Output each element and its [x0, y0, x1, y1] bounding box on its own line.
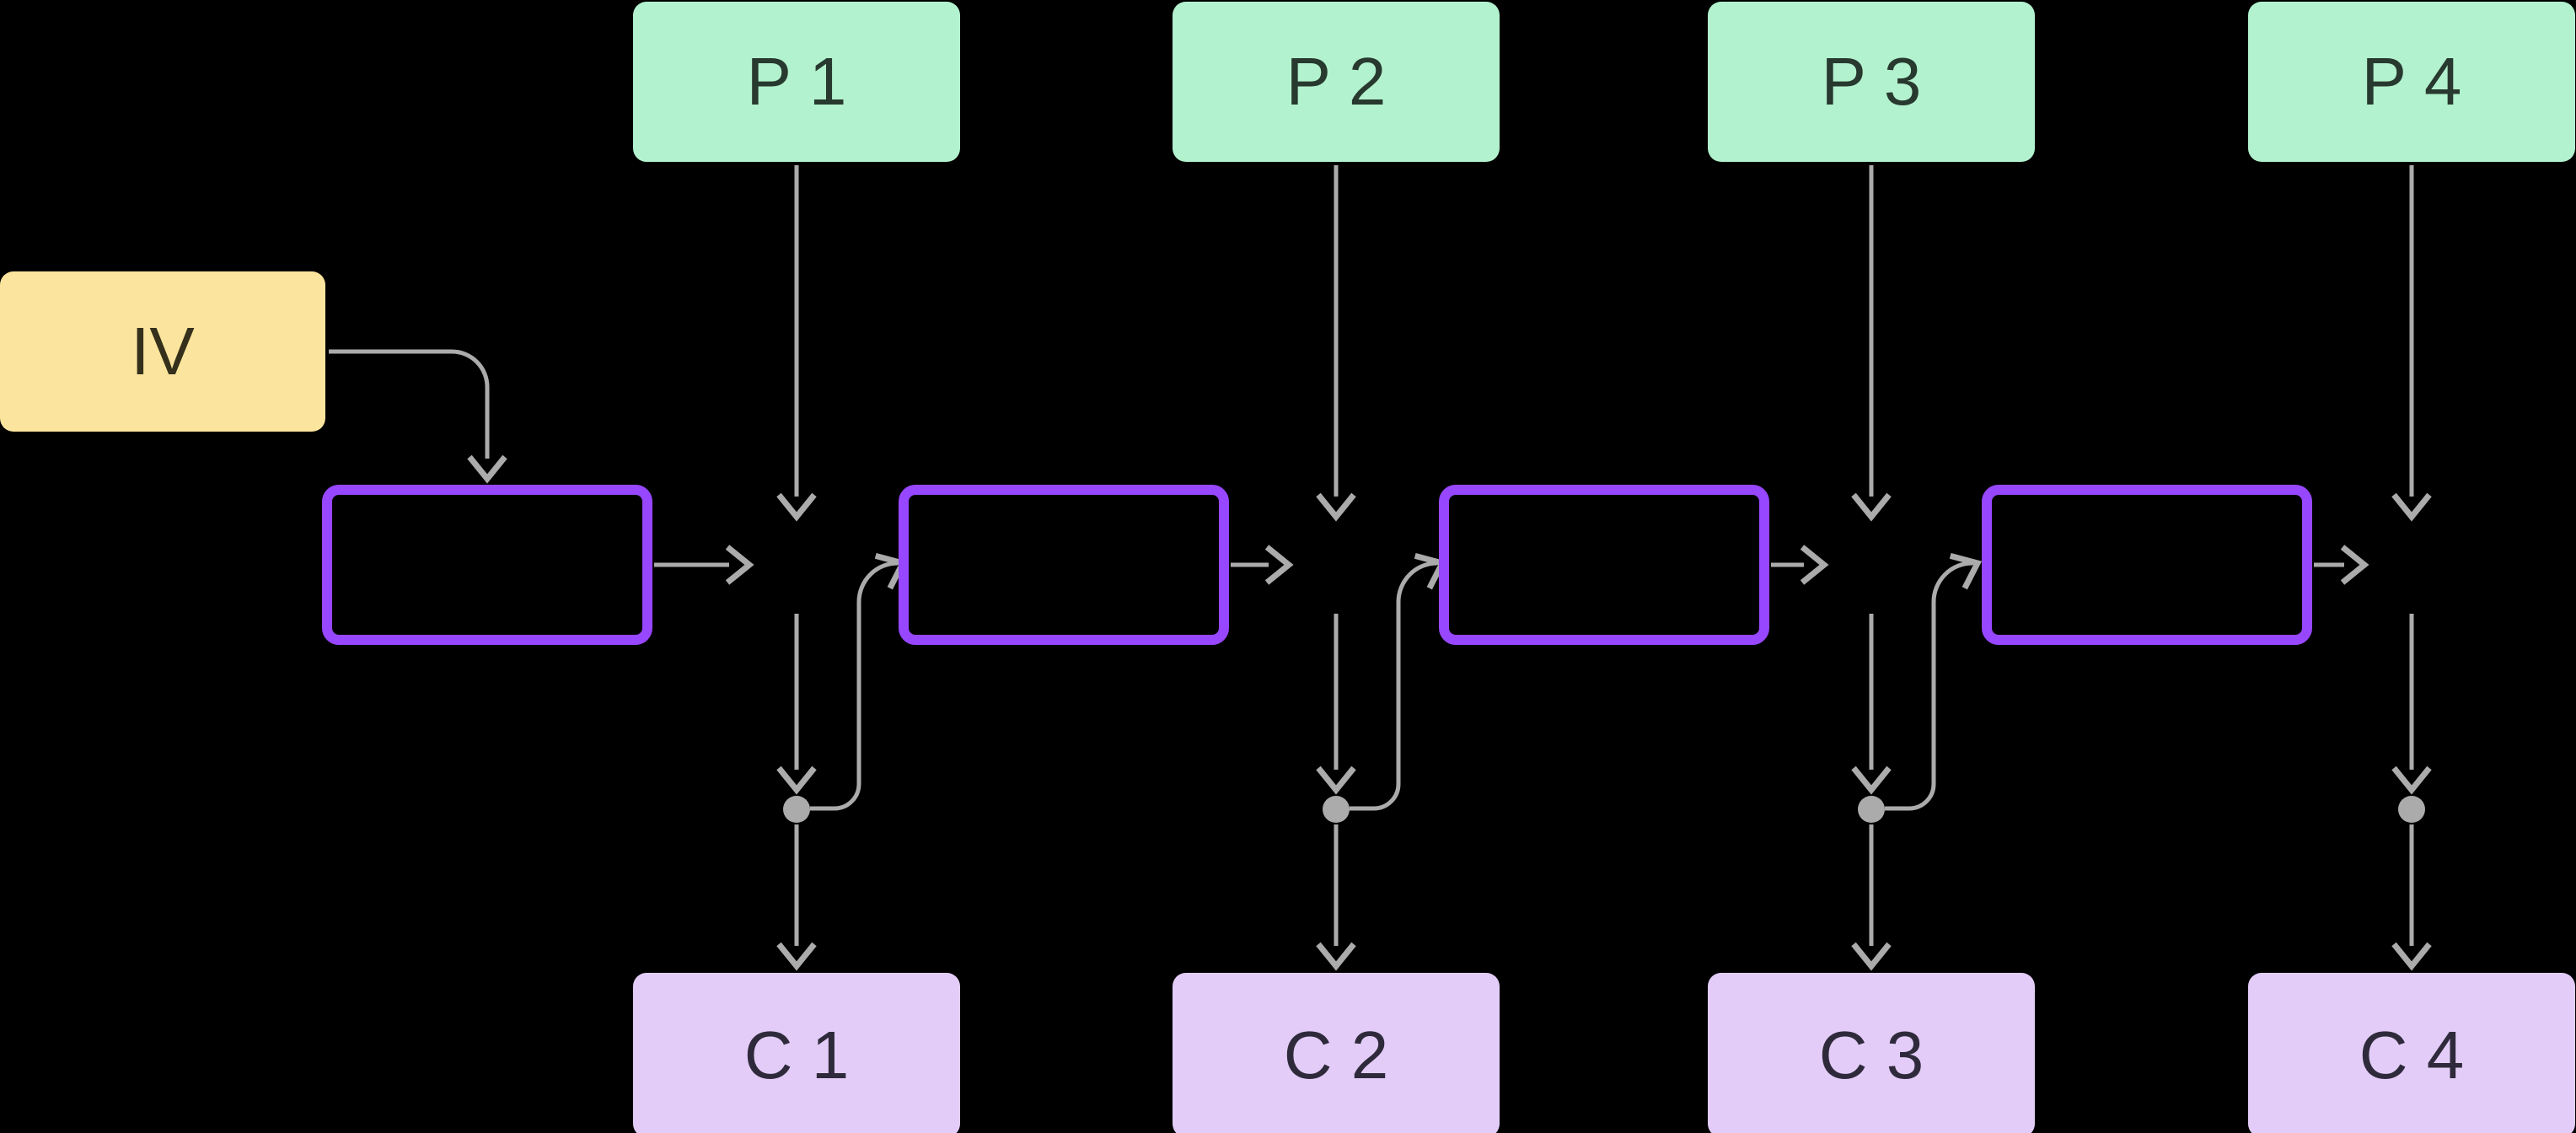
ciphertext-node-c3-label: C 3 [1818, 1017, 1924, 1093]
plaintext-node-p1: P 1 [633, 2, 960, 162]
plaintext-node-p3: P 3 [1708, 2, 2035, 162]
feedback-curve-2-to-e3 [1350, 561, 1438, 811]
arrowhead-e3-out [1800, 545, 1829, 585]
ciphertext-node-c2-label: C 2 [1283, 1017, 1389, 1093]
arrowhead-p1-down [776, 492, 817, 522]
branch-dot-3 [1858, 796, 1885, 823]
plaintext-node-p2: P 2 [1173, 2, 1500, 162]
function-node-e1 [322, 485, 652, 645]
ciphertext-node-c4: C 4 [2248, 973, 2575, 1133]
ciphertext-node-c3: C 3 [1708, 973, 2035, 1133]
branch-dot-4 [2398, 796, 2425, 823]
branch-dot-1 [783, 796, 810, 823]
ciphertext-node-c1-label: C 1 [743, 1017, 850, 1093]
iv-node-label: IV [131, 314, 195, 389]
feedback-curve-3-to-e4 [1885, 561, 1973, 811]
arrowhead-junction3-down [1851, 765, 1892, 795]
function-node-e2 [899, 485, 1229, 645]
arrowhead-iv-to-e1 [467, 454, 507, 484]
arrowhead-feedback-3 [1949, 553, 1983, 590]
arrowhead-p3-down [1851, 492, 1892, 522]
plaintext-node-p2-label: P 2 [1285, 44, 1387, 119]
ciphertext-node-c1: C 1 [633, 973, 960, 1133]
function-node-e4 [1982, 485, 2312, 645]
plaintext-node-p4-label: P 4 [2361, 44, 2462, 119]
plaintext-node-p3-label: P 3 [1821, 44, 1922, 119]
arrowhead-junction2-down [1316, 765, 1356, 795]
ciphertext-node-c2: C 2 [1173, 973, 1500, 1133]
plaintext-node-p4: P 4 [2248, 2, 2575, 162]
arrowhead-e2-out [1264, 545, 1294, 585]
arrowhead-to-c1 [776, 942, 817, 971]
arrowhead-p4-down [2391, 492, 2432, 522]
function-node-e3 [1439, 485, 1769, 645]
arrowhead-to-c2 [1316, 942, 1356, 971]
plaintext-node-p1-label: P 1 [746, 44, 847, 119]
iv-node: IV [0, 271, 325, 432]
wire-iv-to-e1 [329, 349, 490, 459]
feedback-curve-1-to-e2 [810, 561, 899, 811]
arrowhead-junction4-down [2391, 765, 2432, 795]
arrowhead-junction1-down [776, 765, 817, 795]
branch-dot-2 [1323, 796, 1350, 823]
arrowhead-to-c3 [1851, 942, 1892, 971]
arrowhead-e1-out [725, 545, 754, 585]
arrowhead-e4-out [2340, 545, 2369, 585]
arrowhead-to-c4 [2391, 942, 2432, 971]
ciphertext-node-c4-label: C 4 [2359, 1017, 2465, 1093]
arrowhead-p2-down [1316, 492, 1356, 522]
